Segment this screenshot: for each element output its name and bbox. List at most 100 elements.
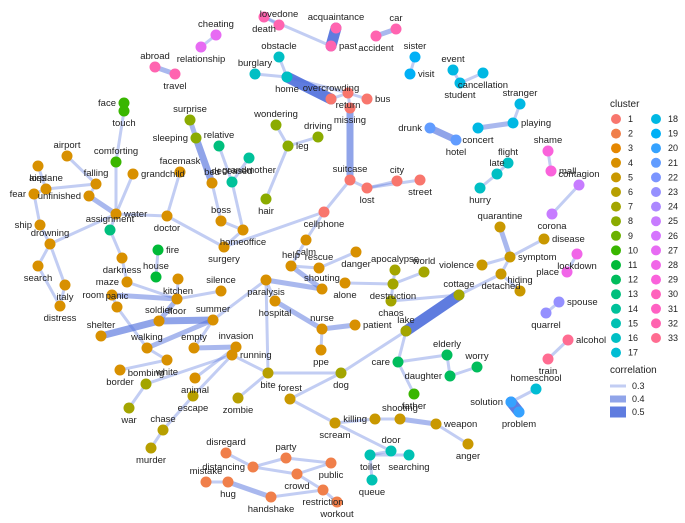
node-panic[interactable] xyxy=(111,301,123,313)
node-war[interactable] xyxy=(123,402,135,414)
node-hiding[interactable] xyxy=(514,285,526,297)
node-nurse[interactable] xyxy=(316,323,328,335)
node-mall[interactable] xyxy=(545,165,557,177)
node-zombie[interactable] xyxy=(232,392,244,404)
node-burglary[interactable] xyxy=(249,68,261,80)
node-street[interactable] xyxy=(414,174,426,186)
node-event[interactable] xyxy=(447,64,459,76)
node-cottage[interactable] xyxy=(453,289,465,301)
node-contagion[interactable] xyxy=(573,179,585,191)
node-comforting[interactable] xyxy=(110,156,122,168)
node-fire[interactable] xyxy=(152,244,164,256)
node-walking[interactable] xyxy=(141,342,153,354)
node-elderly[interactable] xyxy=(441,349,453,361)
node-hug[interactable] xyxy=(222,476,234,488)
node-solution[interactable] xyxy=(505,396,517,408)
node-bombing[interactable] xyxy=(140,378,152,390)
node-death[interactable] xyxy=(258,11,270,23)
node-toilet[interactable] xyxy=(364,449,376,461)
node-flight[interactable] xyxy=(502,157,514,169)
node-acquaintance[interactable] xyxy=(330,22,342,34)
node-symptom[interactable] xyxy=(504,251,516,263)
node-return[interactable] xyxy=(342,87,354,99)
node-party[interactable] xyxy=(280,452,292,464)
node-italy[interactable] xyxy=(59,279,71,291)
node-help[interactable] xyxy=(285,260,297,272)
node-overcrowding[interactable] xyxy=(325,93,337,105)
node-airport[interactable] xyxy=(61,150,73,162)
node-face[interactable] xyxy=(118,97,130,109)
node-queue[interactable] xyxy=(366,474,378,486)
node-home[interactable] xyxy=(281,71,293,83)
node-touch[interactable] xyxy=(118,105,130,117)
node-border[interactable] xyxy=(114,364,126,376)
node-father[interactable] xyxy=(408,388,420,400)
node-assignment[interactable] xyxy=(104,224,116,236)
node-missing[interactable] xyxy=(344,102,356,114)
node-visit[interactable] xyxy=(404,68,416,80)
node-apocalypse[interactable] xyxy=(389,264,401,276)
node-violence[interactable] xyxy=(476,259,488,271)
node-rescue[interactable] xyxy=(313,262,325,274)
node-hair[interactable] xyxy=(260,193,272,205)
node-maze[interactable] xyxy=(121,276,133,288)
node-corona[interactable] xyxy=(546,208,558,220)
node-student[interactable] xyxy=(454,77,466,89)
node-running[interactable] xyxy=(226,349,238,361)
node-shouting[interactable] xyxy=(316,283,328,295)
node-travel[interactable] xyxy=(169,68,181,80)
node-grandmother[interactable] xyxy=(243,152,255,164)
node-relative[interactable] xyxy=(213,140,225,152)
node-lake[interactable] xyxy=(400,325,412,337)
node-detached[interactable] xyxy=(495,268,507,280)
node-search[interactable] xyxy=(32,260,44,272)
node-distress[interactable] xyxy=(54,300,66,312)
node-searching[interactable] xyxy=(403,449,415,461)
node-patient[interactable] xyxy=(349,319,361,331)
node-mistake[interactable] xyxy=(200,476,212,488)
node-cellphone[interactable] xyxy=(318,206,330,218)
node-driving[interactable] xyxy=(312,131,324,143)
node-falling[interactable] xyxy=(90,178,102,190)
node-train[interactable] xyxy=(542,353,554,365)
node-airplane[interactable] xyxy=(40,183,52,195)
node-scream[interactable] xyxy=(329,417,341,429)
node-accident[interactable] xyxy=(370,30,382,42)
node-unfinished[interactable] xyxy=(83,190,95,202)
node-concert[interactable] xyxy=(472,122,484,134)
node-ppe[interactable] xyxy=(315,344,327,356)
node-wondering[interactable] xyxy=(270,119,282,131)
node-lovedone[interactable] xyxy=(273,19,285,31)
node-soldier[interactable] xyxy=(153,315,165,327)
node-crowd[interactable] xyxy=(291,468,303,480)
node-fear[interactable] xyxy=(28,188,40,200)
node-city[interactable] xyxy=(391,175,403,187)
node-homeoffice[interactable] xyxy=(237,224,249,236)
node-hospital[interactable] xyxy=(269,295,281,307)
node-house[interactable] xyxy=(150,271,162,283)
node-obstacle[interactable] xyxy=(273,51,285,63)
node-abroad[interactable] xyxy=(149,61,161,73)
node-deceased[interactable] xyxy=(226,176,238,188)
node-lockdown[interactable] xyxy=(571,248,583,260)
node-leg[interactable] xyxy=(282,140,294,152)
node-handshake[interactable] xyxy=(265,491,277,503)
node-murder[interactable] xyxy=(145,442,157,454)
node-workout[interactable] xyxy=(331,496,343,508)
node-late[interactable] xyxy=(491,168,503,180)
node-kitchen[interactable] xyxy=(172,273,184,285)
node-weapon[interactable] xyxy=(430,418,442,430)
node-relationship[interactable] xyxy=(195,41,207,53)
node-grandchild[interactable] xyxy=(127,168,139,180)
node-shame[interactable] xyxy=(542,145,554,157)
node-care[interactable] xyxy=(392,356,404,368)
node-past[interactable] xyxy=(325,40,337,52)
node-shooting[interactable] xyxy=(394,413,406,425)
node-homeschool[interactable] xyxy=(530,383,542,395)
node-playing[interactable] xyxy=(507,117,519,129)
node-shelter[interactable] xyxy=(95,330,107,342)
node-sleeping[interactable] xyxy=(190,132,202,144)
node-stranger[interactable] xyxy=(514,98,526,110)
node-calm[interactable] xyxy=(300,234,312,246)
node-distancing[interactable] xyxy=(247,461,259,473)
